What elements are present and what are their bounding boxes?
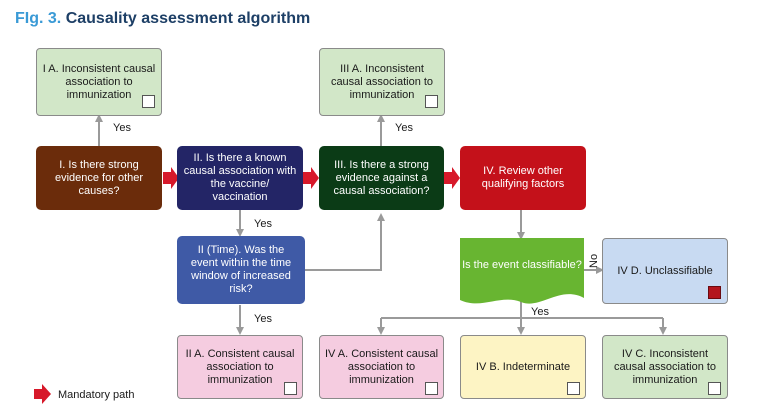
outcome-ivc: IV C. Inconsistent causal association to… — [602, 335, 728, 399]
yes-label-step3: Yes — [395, 122, 413, 134]
yes-label-step2: Yes — [254, 218, 272, 230]
step2-box: II. Is there a known causal association … — [177, 146, 303, 210]
outcome-ivd: IV D. Unclassifiable — [602, 238, 728, 304]
decision-box: Is the event classifiable? — [462, 242, 582, 288]
mandatory-arrow-1-2 — [163, 167, 179, 189]
outcome-ia-text: I A. Inconsistent causal association to … — [42, 62, 156, 101]
outcome-ivc-text: IV C. Inconsistent causal association to… — [613, 347, 717, 386]
outcome-ivb: IV B. Indeterminate — [460, 335, 586, 399]
outcome-iva: IV A. Consistent causal association to i… — [319, 335, 444, 399]
figure-title-text: Causality assessment algorithm — [65, 10, 311, 27]
step4-box: IV. Review other qualifying factors — [460, 146, 586, 210]
checkbox-ivc[interactable] — [708, 382, 721, 395]
no-label-decision: No — [588, 253, 600, 268]
yes-label-decision: Yes — [531, 306, 549, 318]
outcome-iiia: III A. Inconsistent causal association t… — [319, 48, 445, 116]
step3-text: III. Is there a strong evidence against … — [333, 158, 430, 197]
step2-time-text: II (Time). Was the event within the time… — [190, 244, 292, 295]
step1-box: I. Is there strong evidence for other ca… — [36, 146, 162, 210]
outcome-iiia-text: III A. Inconsistent causal association t… — [330, 62, 434, 101]
checkbox-ivd[interactable] — [708, 286, 721, 299]
checkbox-ivb[interactable] — [567, 382, 580, 395]
step1-text: I. Is there strong evidence for other ca… — [54, 158, 144, 197]
outcome-iia: II A. Consistent causal association to i… — [177, 335, 303, 399]
figure-label: FIg. 3. — [15, 10, 62, 27]
yes-label-time: Yes — [254, 313, 272, 325]
mandatory-arrow-2-3 — [303, 167, 319, 189]
step3-box: III. Is there a strong evidence against … — [319, 146, 444, 210]
outcome-iva-text: IV A. Consistent causal association to i… — [324, 347, 439, 386]
yes-label-step1: Yes — [113, 122, 131, 134]
figure-title: FIg. 3. Causality assessment algorithm — [15, 10, 310, 28]
outcome-ivd-text: IV D. Unclassifiable — [617, 264, 713, 277]
outcome-ia: I A. Inconsistent causal association to … — [36, 48, 162, 116]
connector-time-to-step3 — [305, 213, 385, 271]
legend-mandatory-path: Mandatory path — [58, 389, 135, 401]
step4-text: IV. Review other qualifying factors — [481, 165, 565, 190]
checkbox-iva[interactable] — [425, 382, 438, 395]
decision-shape — [460, 238, 584, 304]
checkbox-iiia[interactable] — [425, 95, 438, 108]
mandatory-arrow-3-4 — [444, 167, 460, 189]
legend-arrow-icon — [34, 384, 51, 404]
checkbox-ia[interactable] — [142, 95, 155, 108]
checkbox-iia[interactable] — [284, 382, 297, 395]
outcome-iia-text: II A. Consistent causal association to i… — [185, 347, 295, 386]
step2-time-box: II (Time). Was the event within the time… — [177, 236, 305, 304]
outcome-ivb-text: IV B. Indeterminate — [475, 360, 571, 373]
decision-text: Is the event classifiable? — [462, 258, 582, 271]
step2-text: II. Is there a known causal association … — [183, 152, 297, 203]
